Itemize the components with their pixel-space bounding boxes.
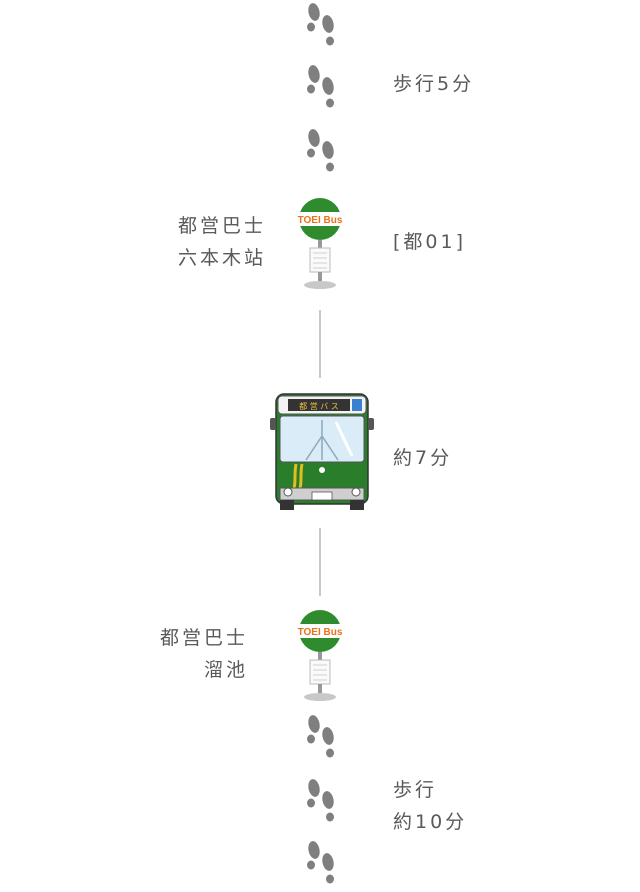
ride-duration-label: 約7分 — [393, 447, 453, 469]
footprints-icon — [306, 778, 336, 822]
bus-icon: 都 営 バ ス — [270, 393, 374, 510]
route-label: [都01] — [393, 231, 467, 253]
footprints-icon — [306, 840, 336, 884]
route-line — [319, 528, 321, 596]
walk-duration-label: 歩行5分 — [393, 73, 475, 95]
route-line — [319, 310, 321, 378]
walk-duration-line: 約10分 — [393, 811, 468, 833]
walk-duration-line: 歩行 — [393, 779, 438, 801]
walk-duration-label: 歩行 約10分 — [393, 774, 467, 838]
footprints-icon — [306, 714, 336, 758]
stop-sign-text: TOEI Bus — [298, 627, 343, 638]
stop-name-line: 都営巴士 — [177, 215, 266, 237]
bus-stop-icon: TOEI Bus — [298, 197, 343, 290]
stop-name-line: 都営巴士 — [159, 627, 248, 649]
stop-sign-text: TOEI Bus — [298, 215, 343, 226]
footprints-icon — [306, 2, 336, 46]
footprints-icon — [306, 128, 336, 172]
stop-name-line: 六本木站 — [177, 247, 266, 269]
stop-name-line: 溜池 — [203, 659, 248, 681]
bus-destination-display: 都 営 バ ス — [299, 401, 339, 411]
bus-stop-icon: TOEI Bus — [298, 609, 343, 702]
footprints-icon — [306, 64, 336, 108]
stop-name: 都営巴士 六本木站 — [178, 210, 266, 274]
stop-name: 都営巴士 溜池 — [160, 622, 248, 686]
